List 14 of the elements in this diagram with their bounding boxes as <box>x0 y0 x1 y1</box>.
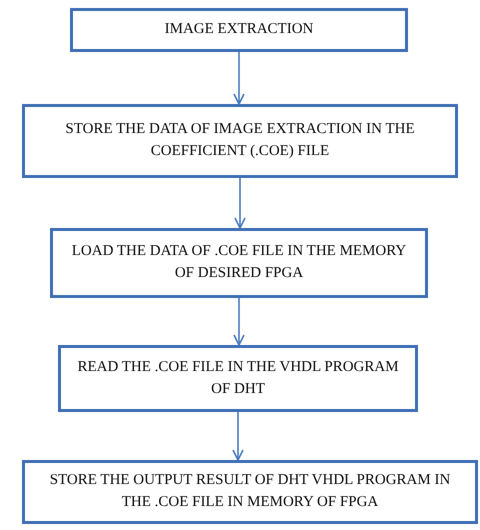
process-box <box>50 228 428 298</box>
arrow <box>234 178 246 229</box>
process-box <box>70 8 408 52</box>
process-box <box>22 460 478 524</box>
step-text: LOAD THE DATA OF .COE FILE IN THE MEMORY OF DESIRED FPGA <box>70 242 408 283</box>
arrow <box>233 52 245 105</box>
process-box <box>22 104 458 178</box>
step-text: STORE THE DATA OF IMAGE EXTRACTION IN THE COEFFICIENT (.COE) FILE <box>64 120 416 161</box>
arrow <box>233 298 245 346</box>
step-text: STORE THE OUTPUT RESULT OF DHT VHDL PROGRAM IN THE .COE FILE IN MEMORY OF FPGA <box>48 471 452 512</box>
step-text: READ THE .COE FILE IN THE VHDL PROGRAM OF DHT <box>76 358 400 398</box>
process-box <box>58 345 418 412</box>
step-text: IMAGE EXTRACTION <box>164 20 314 40</box>
arrow <box>232 412 244 461</box>
